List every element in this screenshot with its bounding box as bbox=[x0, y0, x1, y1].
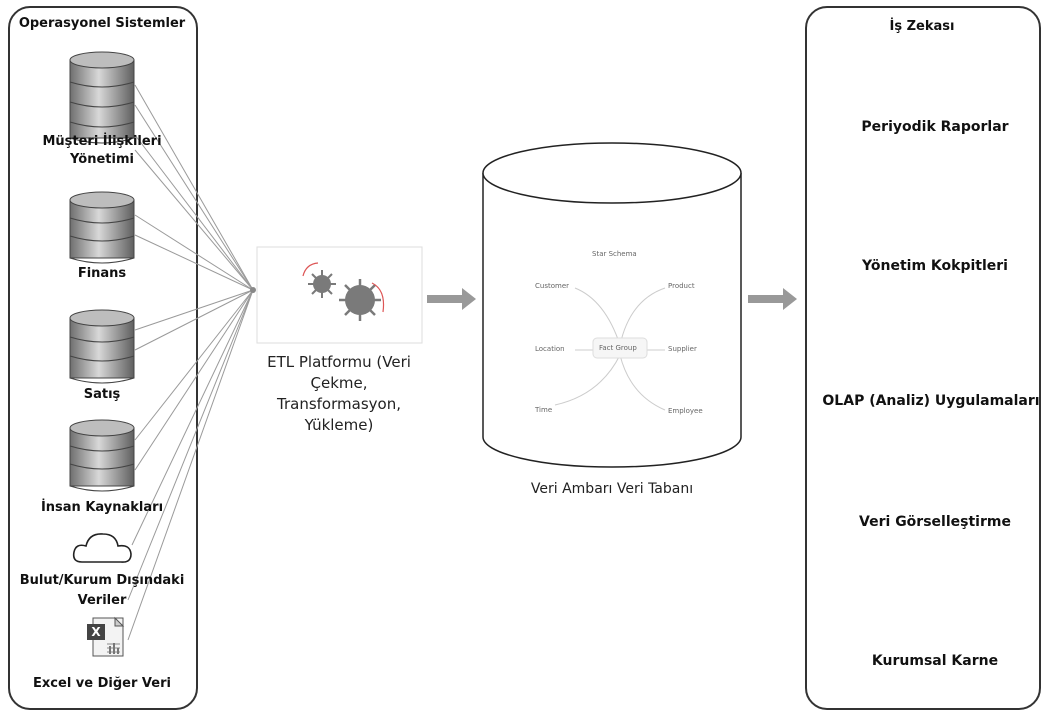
business-intelligence-panel bbox=[805, 6, 1041, 710]
etl-box bbox=[256, 246, 423, 344]
arrow-warehouse-to-bi bbox=[748, 288, 797, 310]
cloud-icon bbox=[72, 533, 132, 563]
database-icon bbox=[69, 191, 135, 264]
excel-icon: X bbox=[87, 616, 125, 657]
schema-node-location: Location bbox=[535, 345, 565, 353]
schema-node-supplier: Supplier bbox=[668, 345, 697, 353]
source-label-excel: Excel ve Diğer Veri bbox=[33, 676, 171, 691]
source-label-finance: Finans bbox=[77, 266, 127, 281]
business-intelligence-title: İş Zekası bbox=[889, 19, 955, 34]
database-icon bbox=[69, 419, 135, 492]
star-schema-lines bbox=[554, 287, 666, 411]
bi-label-data-visualization: Veri Görselleştirme bbox=[859, 514, 1011, 530]
connection-lines bbox=[127, 84, 254, 641]
warehouse-label: Veri Ambarı Veri Tabanı bbox=[530, 481, 694, 497]
etl-label: ETL Platformu (Veri Çekme, Transformasyo… bbox=[267, 353, 411, 434]
schema-node-time: Time bbox=[535, 406, 553, 414]
schema-node-employee: Employee bbox=[668, 407, 703, 415]
schema-node-product: Product bbox=[668, 282, 695, 290]
svg-text:X: X bbox=[91, 625, 101, 639]
schema-center: Fact Group bbox=[599, 344, 637, 352]
bi-label-periodic-reports: Periyodik Raporlar bbox=[861, 119, 1009, 135]
schema-node-customer: Customer bbox=[535, 282, 570, 290]
schema-title: Star Schema bbox=[592, 250, 637, 258]
database-icon bbox=[69, 309, 135, 384]
gears-icon bbox=[302, 262, 385, 321]
source-label-sales: Satış bbox=[83, 387, 121, 402]
arrow-etl-to-warehouse bbox=[427, 288, 476, 310]
bi-label-olap: OLAP (Analiz) Uygulamaları bbox=[822, 393, 1040, 409]
source-label-cloud: Bulut/Kurum Dışındaki Veriler bbox=[19, 573, 185, 608]
database-icon bbox=[69, 51, 135, 144]
bi-label-scorecard: Kurumsal Karne bbox=[871, 653, 999, 669]
source-label-hr: İnsan Kaynakları bbox=[40, 500, 164, 515]
source-label-crm: Müşteri İlişkileri Yönetimi bbox=[42, 134, 162, 167]
bi-label-management-cockpits: Yönetim Kokpitleri bbox=[862, 258, 1008, 274]
operational-systems-title: Operasyonel Sistemler bbox=[18, 16, 186, 31]
warehouse-cylinder bbox=[482, 142, 742, 468]
